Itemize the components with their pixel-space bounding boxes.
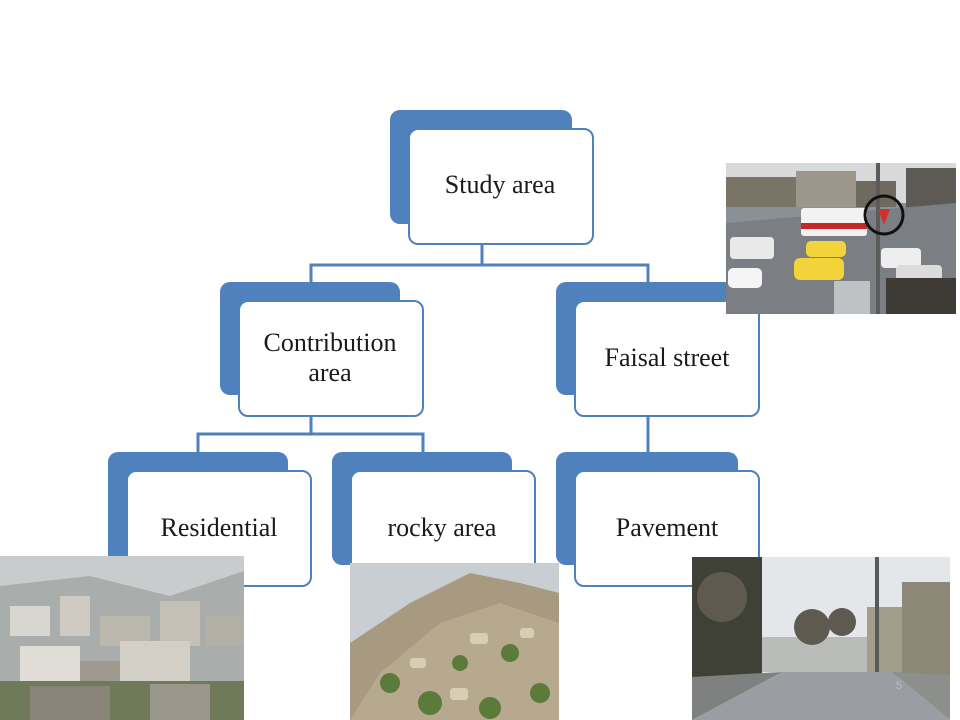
faisal-node [574,300,760,417]
contribution-node [238,300,424,417]
traffic-street-photo [726,163,956,314]
foggy-residential-photo [0,556,244,720]
root-label: Study area [444,170,556,200]
residential-label: Residential [160,513,278,543]
rocky-hill-photo [350,563,559,720]
rocky-label: rocky area [387,513,497,543]
faisal-label: Faisal street [604,343,730,373]
pavement-label: Pavement [615,513,719,543]
root-connector [309,245,650,282]
empty-road-photo: 5 [692,557,950,720]
contribution-label: Contribution area [263,328,397,387]
page-number: 5 [895,680,902,692]
left-connector [196,415,425,452]
root-node [408,128,594,245]
